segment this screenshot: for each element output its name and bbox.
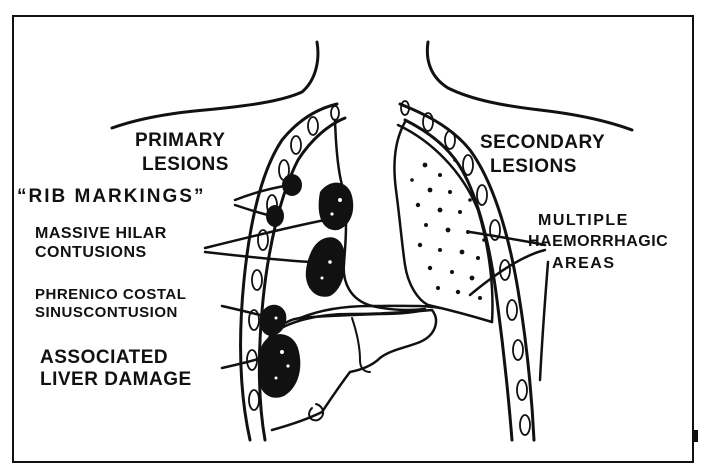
haemorrhage-dot — [478, 296, 482, 300]
liver-lobe-line — [352, 318, 370, 372]
right-neck-shoulder — [427, 42, 632, 130]
liver-damage-lesion — [258, 334, 300, 398]
leader-hilar-2 — [205, 252, 310, 262]
rib-marking-lesion-2 — [266, 205, 284, 227]
left-neck-shoulder — [112, 42, 318, 128]
haemorrhage-dot — [482, 238, 486, 242]
lesion-speck — [280, 350, 284, 354]
phrenico-costal-label-line2: SINUSCONTUSION — [35, 305, 178, 320]
rib-mark — [513, 340, 523, 360]
leader-areas — [540, 262, 548, 380]
haemorrhage-dot — [448, 190, 452, 194]
primary-label-line1: PRIMARY — [135, 131, 225, 150]
haemorrhage-dot — [436, 286, 440, 290]
multiple-haemorrhagic-label-line2: HAEMORRHAGIC — [528, 234, 668, 250]
lesion-speck — [338, 198, 342, 202]
lesion-speck — [330, 212, 333, 215]
phrenico-costal-label-line1: PHRENICO COSTAL — [35, 287, 186, 302]
associated-liver-label-line2: LIVER DAMAGE — [40, 370, 192, 389]
rib-mark — [331, 106, 339, 120]
multiple-haemorrhagic-label-line3: AREAS — [552, 256, 616, 272]
rib-mark — [463, 155, 473, 175]
hilar-contusion-lower — [306, 237, 345, 297]
haemorrhage-dot — [438, 248, 442, 252]
phrenico-costal-contusion — [260, 305, 286, 336]
rib-marking-lesion-1 — [282, 174, 302, 196]
lesion-speck — [286, 364, 289, 367]
secondary-label-line1: SECONDARY — [480, 133, 605, 152]
haemorrhage-dot — [428, 188, 433, 193]
rib-mark — [507, 300, 517, 320]
massive-hilar-label-line1: MASSIVE HILAR — [35, 226, 167, 242]
edge-tick — [692, 430, 698, 442]
haemorrhage-dot — [468, 198, 472, 202]
rib-mark — [308, 117, 318, 135]
haemorrhage-dot — [416, 203, 420, 207]
haemorrhage-dot — [423, 163, 428, 168]
haemorrhage-dot — [450, 270, 454, 274]
secondary-haemorrhagic-dots — [410, 158, 486, 300]
lesion-speck — [328, 260, 332, 264]
haemorrhage-dot — [410, 178, 414, 182]
rib-mark — [252, 270, 262, 290]
leader-lines — [205, 185, 548, 380]
lesion-speck — [275, 377, 278, 380]
primary-lesions — [258, 174, 353, 398]
haemorrhage-dot — [424, 223, 428, 227]
haemorrhage-dot — [438, 173, 442, 177]
leader-multiple-2 — [470, 250, 545, 295]
rib-markings-label: “RIB MARKINGS” — [17, 187, 205, 206]
haemorrhage-dot — [470, 276, 475, 281]
haemorrhage-dot — [476, 256, 480, 260]
haemorrhage-dot — [446, 228, 451, 233]
haemorrhage-dot — [460, 250, 465, 255]
right-lung-base — [398, 125, 492, 322]
multiple-haemorrhagic-label-line1: MULTIPLE — [538, 213, 629, 229]
haemorrhage-dot — [428, 266, 432, 270]
leader-hilar-1 — [205, 220, 325, 248]
haemorrhage-dot — [438, 208, 443, 213]
massive-hilar-label-line2: CONTUSIONS — [35, 245, 147, 261]
lesion-speck — [275, 317, 278, 320]
haemorrhage-dot — [453, 158, 457, 162]
associated-liver-label-line1: ASSOCIATED — [40, 348, 168, 367]
rib-mark — [445, 131, 455, 149]
haemorrhage-dot — [466, 230, 470, 234]
hilar-contusion-upper — [319, 183, 354, 231]
right-lung — [394, 122, 492, 322]
rib-mark — [477, 185, 487, 205]
rib-mark — [517, 380, 527, 400]
haemorrhage-dot — [418, 243, 422, 247]
rib-mark — [249, 390, 259, 410]
rib-mark — [291, 136, 301, 154]
primary-label-line2: LESIONS — [142, 155, 229, 174]
haemorrhage-dot — [458, 210, 462, 214]
haemorrhage-dot — [456, 290, 460, 294]
lesion-speck — [321, 277, 324, 280]
secondary-label-line2: LESIONS — [490, 157, 577, 176]
rib-mark — [520, 415, 530, 435]
